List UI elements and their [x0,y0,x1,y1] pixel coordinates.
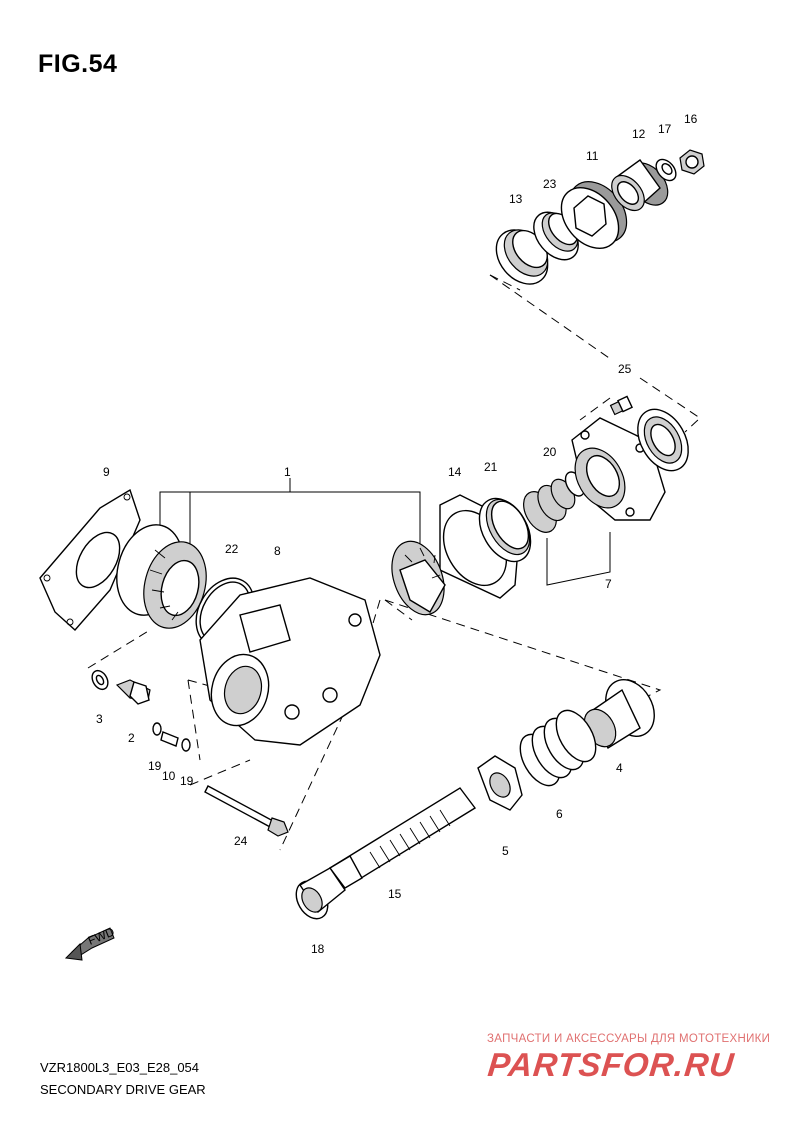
callout-9: 9 [103,465,110,479]
callout-21: 21 [484,460,498,474]
part-12-bearing[interactable] [605,155,675,216]
part-11-bearing-retainer[interactable] [550,171,638,260]
callout-8: 8 [274,544,281,558]
part-16-nut[interactable] [679,149,705,175]
callout-2: 2 [128,731,135,745]
fwd-arrow-icon: FWD [64,924,117,961]
callout-16: 16 [684,112,698,126]
callout-14: 14 [448,465,462,479]
callout-23: 23 [543,177,557,191]
part-15-shaft[interactable] [328,787,477,889]
part-1-ring-gear[interactable] [107,517,215,635]
watermark-tagline: ЗАПЧАСТИ И АКСЕССУАРЫ ДЛЯ МОТОТЕХНИКИ [487,1033,771,1045]
part-21-o-ring[interactable] [469,490,541,571]
callout-12: 12 [632,127,646,141]
callout-15: 15 [388,887,402,901]
callout-labels: 1 2 3 4 5 6 7 8 9 10 11 12 13 14 15 16 1… [96,112,698,956]
part-24-bolt[interactable] [204,785,289,837]
part-19-o-ring-b[interactable] [181,738,191,752]
part-7-bearing[interactable] [627,400,698,479]
section-name: SECONDARY DRIVE GEAR [40,1082,206,1097]
watermark-logo: PARTSFOR.RU [486,1046,737,1083]
part-25-bolt[interactable] [609,395,633,416]
callout-18: 18 [311,942,325,956]
part-2-bolt[interactable] [115,679,151,705]
part-19-o-ring-a[interactable] [152,722,162,736]
callout-19-a: 19 [148,759,162,773]
part-6-spring[interactable] [512,704,604,792]
part-17-washer[interactable] [652,156,680,185]
callout-17: 17 [658,122,672,136]
callout-7: 7 [605,577,612,591]
callout-24: 24 [234,834,248,848]
callout-13: 13 [509,192,523,206]
callout-19-b: 19 [180,774,194,788]
callout-22: 22 [225,542,239,556]
callout-5: 5 [502,844,509,858]
figure-title: FIG.54 [38,50,118,78]
model-code: VZR1800L3_E03_E28_054 [40,1060,200,1075]
part-1-pinion-gear[interactable] [382,534,453,622]
callout-20: 20 [543,445,557,459]
callout-10: 10 [162,769,176,783]
part-5-cam[interactable] [477,755,523,811]
callout-25: 25 [618,362,632,376]
part-8-gear-case[interactable] [199,577,381,746]
callout-1: 1 [284,465,291,479]
part-3-washer[interactable] [89,668,111,692]
part-18-needle-bearing[interactable] [290,867,346,924]
callout-4: 4 [616,761,623,775]
callout-11: 11 [586,149,599,163]
part-10-dowel-pin[interactable] [160,731,179,747]
callout-3: 3 [96,712,103,726]
callout-6: 6 [556,807,563,821]
